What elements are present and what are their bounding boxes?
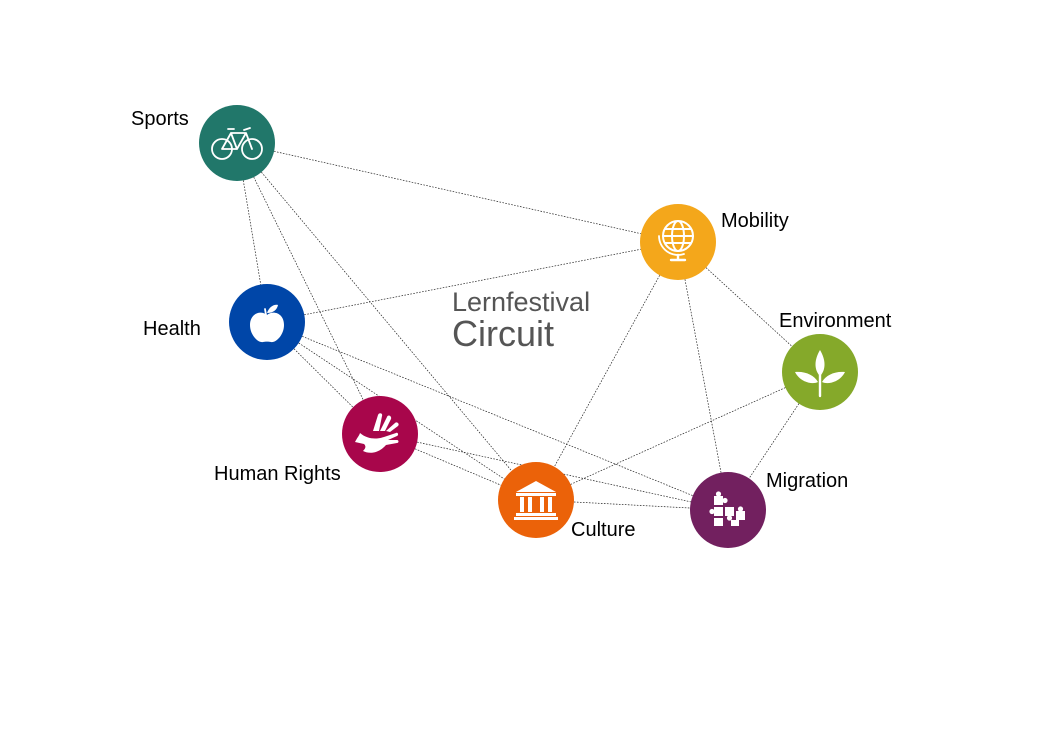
node-label-culture: Culture bbox=[571, 519, 635, 541]
node-circle bbox=[498, 462, 574, 538]
node-label-health: Health bbox=[143, 318, 201, 340]
hand-dove-icon bbox=[355, 413, 399, 453]
edge-sports-human-rights bbox=[253, 176, 364, 401]
edge-layer bbox=[242, 150, 800, 509]
leaf-icon bbox=[795, 350, 845, 398]
edge-mobility-migration bbox=[684, 279, 722, 473]
apple-icon bbox=[250, 304, 284, 343]
node-label-environment: Environment bbox=[779, 310, 892, 332]
node-label-human-rights: Human Rights bbox=[214, 463, 341, 485]
edge-health-human-rights bbox=[293, 348, 354, 408]
node-sports[interactable]: Sports bbox=[131, 105, 275, 181]
node-circle bbox=[199, 105, 275, 181]
edge-environment-migration bbox=[748, 403, 800, 479]
node-label-sports: Sports bbox=[131, 108, 189, 130]
bicycle-icon bbox=[211, 127, 263, 160]
node-mobility[interactable]: Mobility bbox=[640, 204, 789, 280]
edge-human-rights-culture bbox=[414, 448, 502, 486]
title-line-2: Circuit bbox=[452, 313, 554, 354]
edge-culture-migration bbox=[573, 501, 691, 509]
node-culture[interactable]: Culture bbox=[498, 462, 635, 541]
node-label-migration: Migration bbox=[766, 470, 848, 492]
node-human-rights[interactable]: Human Rights bbox=[214, 396, 418, 485]
edge-mobility-culture bbox=[554, 275, 660, 467]
node-health[interactable]: Health bbox=[143, 284, 305, 360]
edge-sports-culture bbox=[261, 171, 512, 472]
edge-health-migration bbox=[302, 336, 693, 496]
edge-mobility-environment bbox=[705, 267, 793, 347]
title-line-1: Lernfestival bbox=[452, 287, 590, 317]
globe-icon bbox=[658, 220, 694, 262]
edge-sports-health bbox=[242, 180, 262, 285]
edge-sports-mobility bbox=[274, 150, 641, 235]
node-label-mobility: Mobility bbox=[721, 210, 789, 232]
diagram-title: Lernfestival Circuit bbox=[452, 287, 590, 354]
puzzle-icon bbox=[709, 491, 745, 526]
edge-health-mobility bbox=[304, 248, 641, 316]
building-icon bbox=[514, 481, 558, 520]
node-environment[interactable]: Environment bbox=[779, 310, 892, 410]
node-circle bbox=[342, 396, 418, 472]
node-migration[interactable]: Migration bbox=[690, 470, 848, 548]
edge-environment-culture bbox=[570, 387, 786, 485]
